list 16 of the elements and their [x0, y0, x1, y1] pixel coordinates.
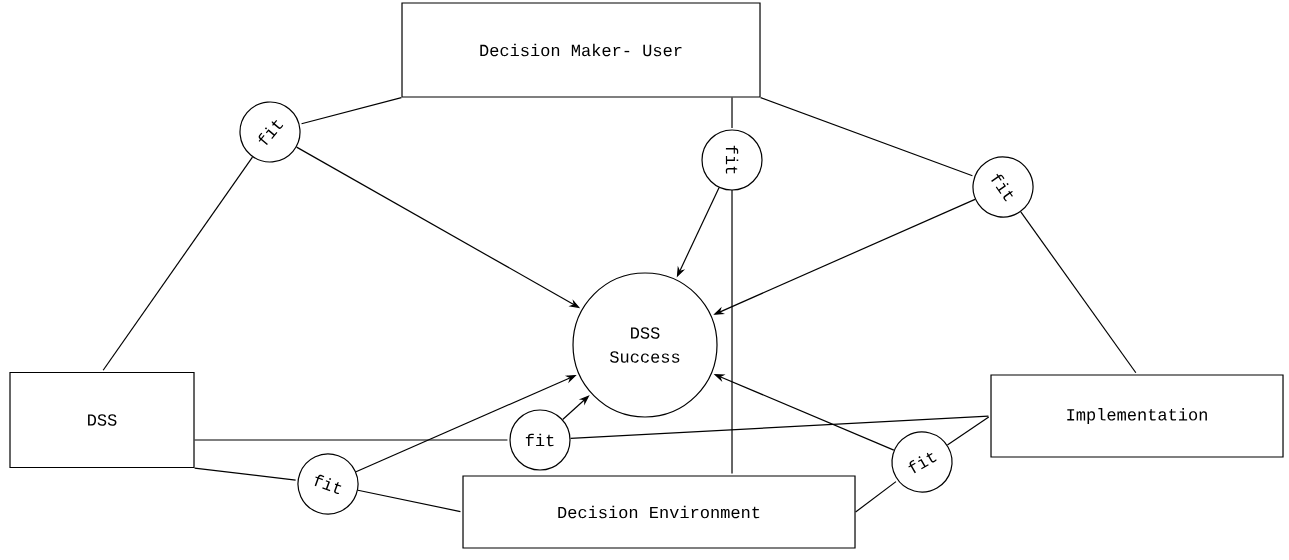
process-box: Implementation — [990, 374, 1284, 458]
connector-line — [357, 489, 462, 513]
connector-line — [855, 481, 897, 513]
connector-line — [569, 415, 989, 439]
process-box: Decision Environment — [462, 475, 856, 549]
process-box: Decision Maker- User — [401, 2, 761, 98]
connector-line — [194, 467, 297, 481]
connector-line — [102, 156, 254, 371]
connector-line — [300, 97, 402, 125]
connector-line — [946, 416, 990, 446]
connector-line — [194, 439, 508, 441]
process-box: DSS — [9, 371, 195, 469]
connector-line — [731, 189, 733, 474]
connector-line — [731, 97, 733, 129]
connector-line — [1020, 211, 1137, 374]
connector-line — [760, 97, 974, 177]
